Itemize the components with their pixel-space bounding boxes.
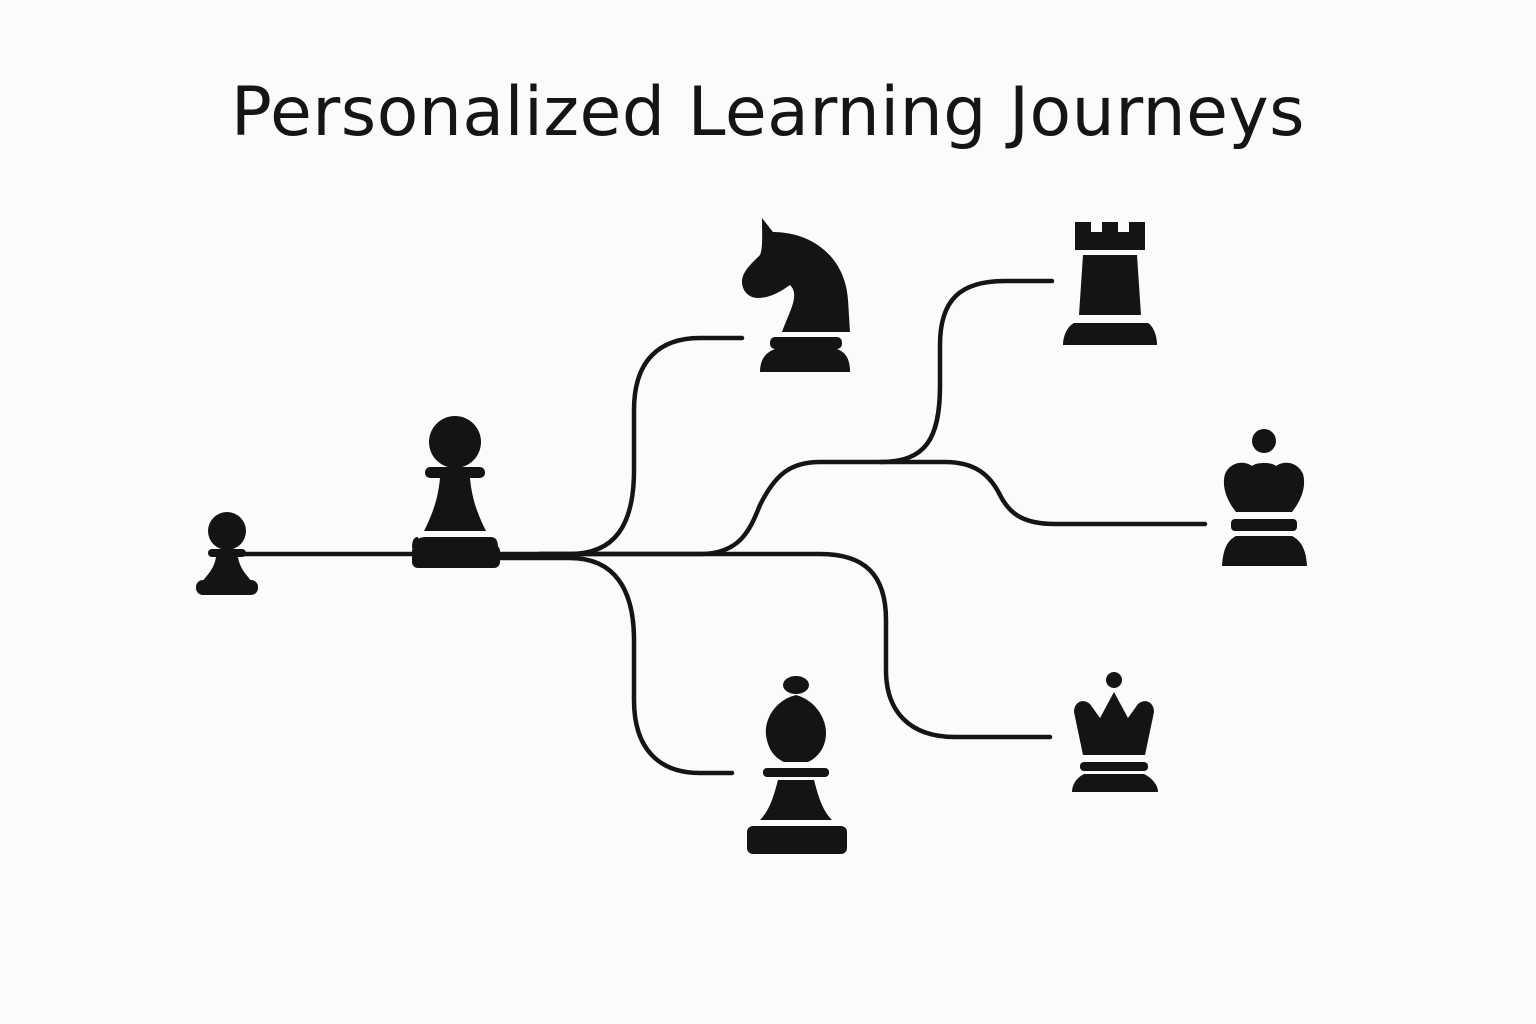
path-pawn-to-queen [537,551,1053,740]
queen-icon [1072,672,1158,792]
pawn-icon [412,416,500,568]
path-pawn-to-knight [497,335,745,557]
knight-icon [742,218,850,372]
bishop-icon [747,676,847,854]
small-pawn-icon [196,512,258,595]
path-pawn-to-bishop [497,555,735,776]
king-icon [1222,429,1307,566]
page-title: Personalized Learning Journeys [230,73,1306,152]
rook-icon [1063,222,1157,345]
path-pawn-to-king [877,459,1208,527]
path-lines [237,278,1208,776]
